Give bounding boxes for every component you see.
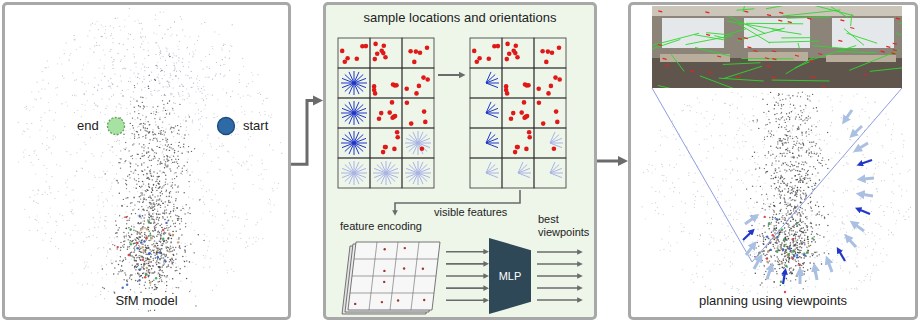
canvas: SfM modelendstartsample locations and or… [0,0,920,322]
